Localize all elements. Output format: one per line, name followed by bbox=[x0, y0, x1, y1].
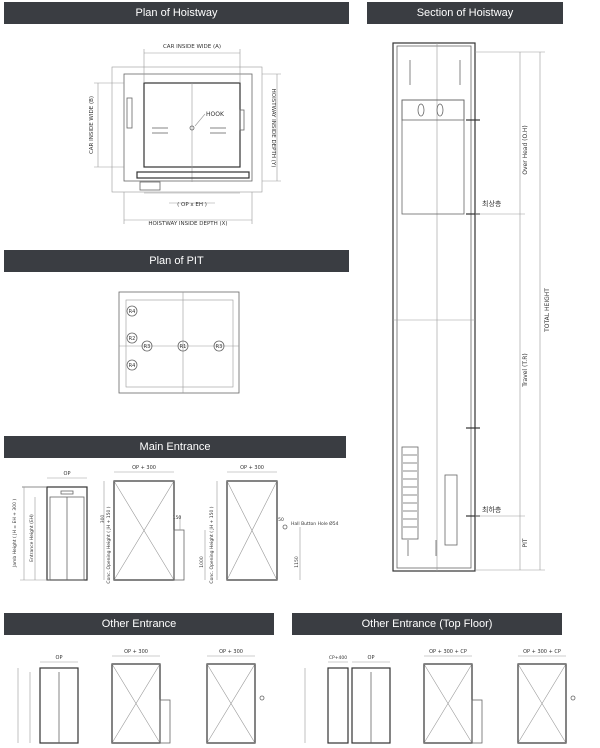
pit-r3-right: R3 bbox=[216, 344, 223, 350]
other-op300-b: OP + 300 bbox=[219, 649, 243, 655]
pit-r4-top: R4 bbox=[129, 309, 136, 315]
label-over-head: Over Head (O.H) bbox=[522, 125, 529, 175]
header-other-entrance: Other Entrance bbox=[4, 613, 274, 635]
other-entrance-top-drawing bbox=[304, 655, 576, 744]
main-d1150: 1150 bbox=[294, 556, 300, 568]
pit-r1: R1 bbox=[180, 344, 187, 350]
pit-r4-bottom: R4 bbox=[129, 363, 136, 369]
label-hoistway-depth-x: HOISTWAY INSIDE DEPTH (X) bbox=[148, 221, 227, 227]
label-top-floor: 최상층 bbox=[482, 199, 502, 208]
other-op: OP bbox=[56, 655, 63, 661]
top-op: OP bbox=[368, 655, 375, 661]
label-hook: HOOK bbox=[206, 111, 225, 118]
header-main-entrance: Main Entrance bbox=[4, 436, 346, 458]
top-cp400: CP+400 bbox=[329, 655, 347, 661]
other-op300-a: OP + 300 bbox=[124, 649, 148, 655]
other-entrance-drawing bbox=[17, 655, 265, 744]
header-plan-hoistway: Plan of Hoistway bbox=[4, 2, 349, 24]
main-d150: 150 bbox=[173, 515, 182, 521]
pit-r2: R2 bbox=[129, 336, 136, 342]
label-total-height: TOTAL HEIGHT bbox=[544, 288, 551, 333]
main-d1000: 1000 bbox=[199, 556, 205, 568]
header-other-entrance-top: Other Entrance (Top Floor) bbox=[292, 613, 562, 635]
section-hoistway-drawing bbox=[392, 42, 545, 572]
main-op300-b: OP + 300 bbox=[240, 465, 264, 471]
main-entrance-height: Entrance Height (EH) bbox=[29, 514, 35, 562]
main-d300: 300 bbox=[100, 515, 106, 524]
label-bottom-floor: 최하층 bbox=[482, 505, 502, 514]
top-op300cp-a: OP + 300 + CP bbox=[429, 649, 467, 655]
label-op-eh: ( OP x EH ) bbox=[177, 202, 207, 208]
main-entrance-drawing bbox=[20, 471, 301, 581]
label-car-inside-wide-b: CAR INSIDE WIDE (B) bbox=[89, 96, 95, 154]
header-section-hoistway: Section of Hoistway bbox=[367, 2, 563, 24]
plan-hoistway-drawing bbox=[94, 49, 281, 224]
main-d50: 50 bbox=[278, 517, 284, 523]
label-hoistway-depth-y: HOISTWAY INSIDE DEPTH (Y) bbox=[270, 89, 276, 168]
plan-pit-drawing bbox=[118, 291, 240, 394]
pit-r3-left: R3 bbox=[144, 344, 151, 350]
top-op300cp-b: OP + 300 + CP bbox=[523, 649, 561, 655]
label-travel: Travel (T.R) bbox=[522, 353, 529, 387]
main-hall-button: Hall Button Hole Ø54 bbox=[291, 520, 339, 527]
main-op: OP bbox=[64, 471, 71, 477]
main-jamb-height: Jamb Height ( JH = EH + 300 ) bbox=[12, 499, 18, 568]
label-pit: PIT bbox=[522, 538, 529, 547]
header-plan-pit: Plan of PIT bbox=[4, 250, 349, 272]
main-conc-opening-b: Conc. Opening Height ( JH + 150 ) bbox=[209, 506, 215, 583]
label-car-inside-wide: CAR INSIDE WIDE (A) bbox=[163, 44, 221, 50]
main-conc-opening-a: Conc. Opening Height ( JH + 150 ) bbox=[106, 506, 112, 583]
main-op300-a: OP + 300 bbox=[132, 465, 156, 471]
